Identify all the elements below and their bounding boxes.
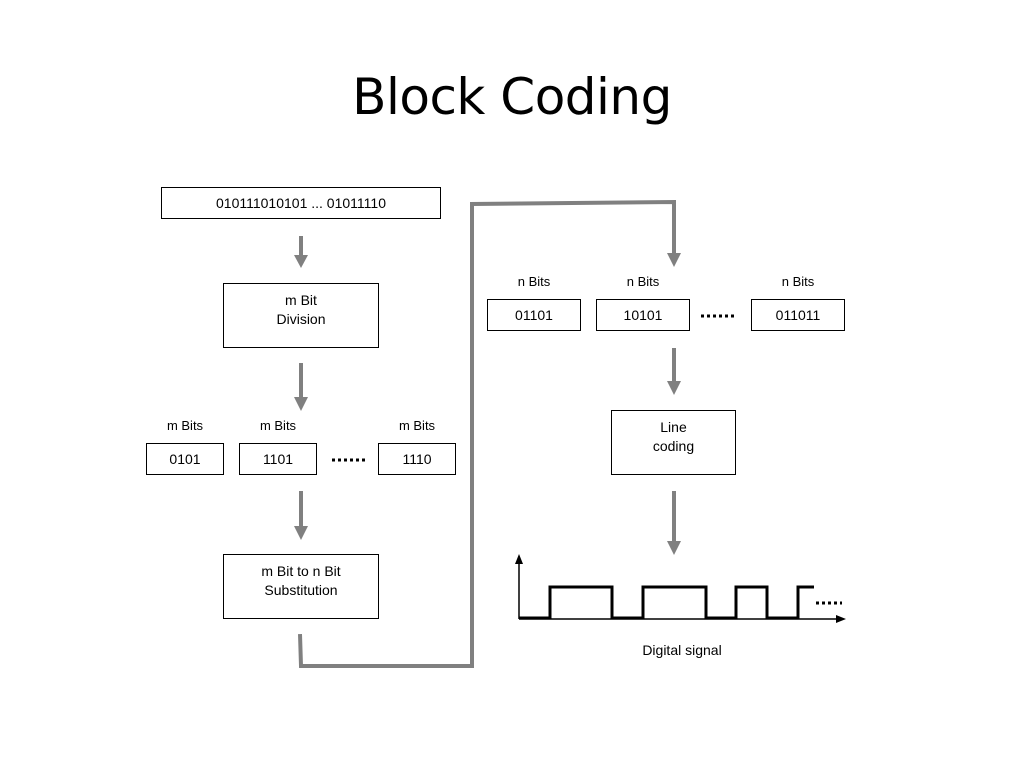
m-block-1-value: 0101 [169, 450, 201, 467]
arrow-input-to-division [294, 236, 308, 268]
m-block-label-2: m Bits [259, 418, 297, 433]
input-bitstream-box: 010111010101 ... 01011110 [161, 187, 441, 219]
n-block-3-value: 011011 [775, 306, 821, 323]
n-block-3: 011011 [751, 299, 845, 331]
n-block-1-value: 01101 [515, 306, 553, 323]
n-block-label-2: n Bits [626, 274, 660, 289]
line-coding-line2: coding [652, 438, 695, 454]
substitution-box: m Bit to n Bit Substitution [223, 554, 379, 619]
n-block-label-3: n Bits [781, 274, 815, 289]
m-block-3: 1110 [378, 443, 456, 475]
digital-signal-caption: Digital signal [642, 642, 722, 658]
m-bit-division-line2: Division [276, 311, 326, 327]
n-block-label-1: n Bits [517, 274, 551, 289]
m-block-1: 0101 [146, 443, 224, 475]
line-coding-line1: Line [660, 419, 687, 435]
signal-waveform [519, 585, 814, 620]
m-bit-division-box: m Bit Division [223, 283, 379, 348]
substitution-line2: Substitution [264, 582, 338, 598]
signal-x-axis-arrowhead [836, 615, 846, 623]
line-coding-box: Line coding [611, 410, 736, 475]
signal-y-axis-arrowhead [515, 554, 523, 564]
slide-title: Block Coding [352, 68, 672, 126]
digital-signal-plot [515, 554, 846, 623]
arrow-blocks-to-substitution [294, 491, 308, 540]
n-block-2: 10101 [596, 299, 690, 331]
m-block-2-value: 1101 [262, 450, 294, 467]
input-bitstream-text: 010111010101 ... 01011110 [216, 194, 386, 211]
connector-substitution-to-n-blocks [298, 199, 681, 668]
m-bit-division-line1: m Bit [285, 292, 317, 308]
n-block-1: 01101 [487, 299, 581, 331]
arrow-line-coding-to-signal [667, 491, 681, 555]
substitution-line1: m Bit to n Bit [261, 563, 341, 579]
m-block-3-value: 1110 [402, 450, 432, 467]
arrow-division-to-blocks [294, 363, 308, 411]
m-block-label-3: m Bits [398, 418, 436, 433]
m-block-label-1: m Bits [166, 418, 204, 433]
m-block-2: 1101 [239, 443, 317, 475]
n-block-2-value: 10101 [623, 306, 663, 323]
arrow-n-blocks-to-line-coding [667, 348, 681, 395]
